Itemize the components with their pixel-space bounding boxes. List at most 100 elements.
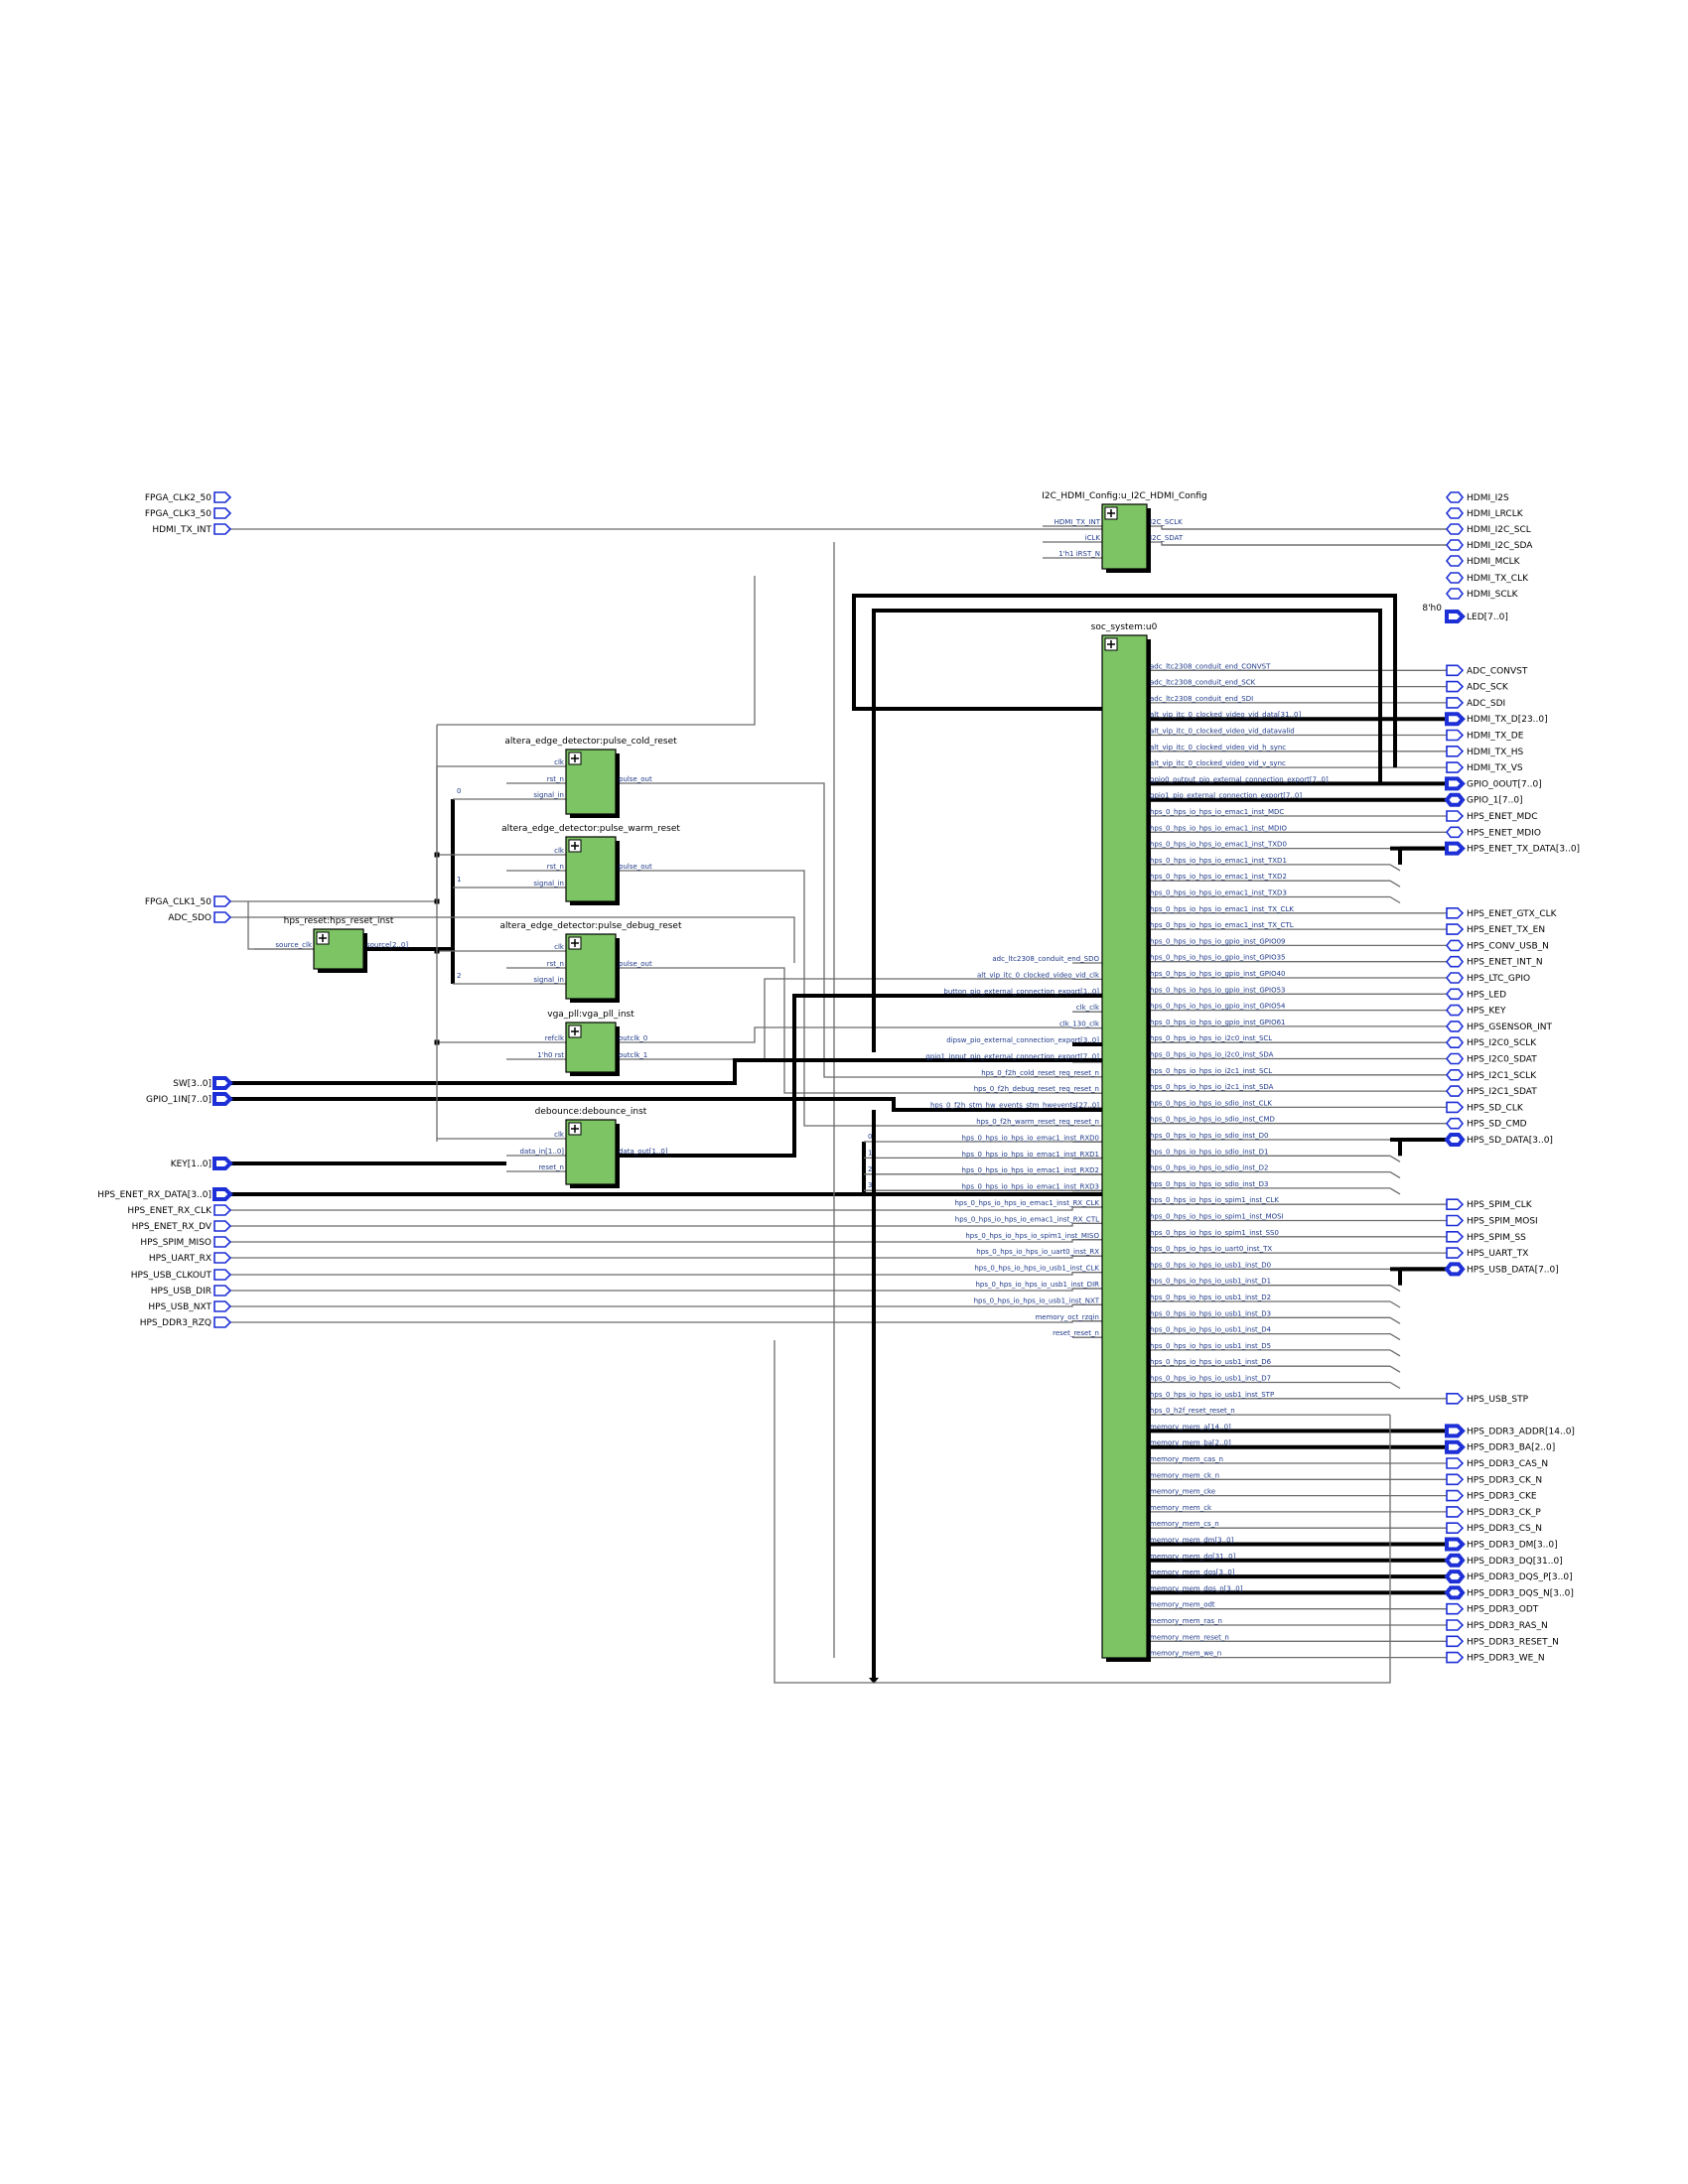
pll-title: vga_pll:vga_pll_inst — [547, 1010, 634, 1020]
soc-pin-label: memory_mem_ck — [1150, 1504, 1212, 1512]
input-port-icon — [213, 491, 232, 503]
output-port-label: HPS_DDR3_WE_N — [1467, 1654, 1545, 1664]
debounce-title: debounce:debounce_inst — [535, 1107, 647, 1117]
pin-label: I2C_SDAT — [1150, 534, 1184, 542]
input-port-icon — [213, 895, 232, 907]
soc-pin-label: hps_0_hps_io_hps_io_sdio_inst_D1 — [1150, 1148, 1268, 1156]
pin-label: 1'h1 iRST_N — [1058, 550, 1100, 558]
plus-icon — [1107, 509, 1115, 517]
pin-label: signal_in — [533, 976, 564, 984]
soc-pin-label: hps_0_h2f_reset_reset_n — [1150, 1407, 1235, 1415]
output-port-label: HPS_ENET_GTX_CLK — [1467, 909, 1558, 919]
input-net-wire — [230, 1320, 1102, 1323]
output-port-icon — [1446, 1393, 1465, 1405]
input-port-label: FPGA_CLK2_50 — [145, 493, 211, 503]
soc-pin-label: memory_mem_odt — [1150, 1601, 1215, 1609]
soc-pin-label: hps_0_hps_io_hps_io_usb1_inst_D2 — [1150, 1294, 1271, 1301]
soc-pin-label: hps_0_hps_io_hps_io_sdio_inst_D2 — [1150, 1164, 1268, 1172]
output-port-icon — [1445, 588, 1465, 600]
ripper-tap — [1389, 864, 1401, 872]
input-net-wire — [230, 1255, 1102, 1259]
output-port-label: HPS_UART_TX — [1467, 1249, 1528, 1259]
output-port-label: HPS_DDR3_DQ[31..0] — [1467, 1557, 1563, 1567]
soc-pin-label: hps_0_hps_io_hps_io_usb1_inst_D6 — [1150, 1358, 1272, 1366]
output-port-icon — [1444, 792, 1466, 807]
output-port-label: HPS_ENET_TX_DATA[3..0] — [1467, 845, 1580, 855]
i2c-title: I2C_HDMI_Config:u_I2C_HDMI_Config — [1042, 491, 1207, 501]
output-port-icon — [1444, 1133, 1466, 1147]
output-port-label: HPS_DDR3_RAS_N — [1467, 1621, 1548, 1631]
soc-pin-label: memory_mem_cke — [1150, 1488, 1215, 1496]
input-port-icon — [213, 1300, 232, 1312]
soc-pin-label: hps_0_hps_io_hps_io_emac1_inst_MDC — [1150, 808, 1284, 816]
soc-pin-label: reset_reset_n — [1053, 1329, 1099, 1337]
ripper-tap — [1389, 1187, 1401, 1195]
ripper-tap — [1389, 1155, 1401, 1162]
ripper-tap — [1389, 1285, 1401, 1293]
output-port-label: HPS_DDR3_ADDR[14..0] — [1467, 1427, 1575, 1436]
output-port-label: HDMI_TX_HS — [1467, 748, 1524, 757]
pin-label: source_clk — [275, 941, 313, 949]
soc-pin-label: hps_0_hps_io_hps_io_emac1_inst_RXD2 — [962, 1166, 1099, 1174]
output-port-icon — [1446, 1457, 1465, 1469]
edge_debug-title: altera_edge_detector:pulse_debug_reset — [500, 921, 682, 931]
input-port-icon — [213, 523, 232, 535]
input-port-icon — [213, 1220, 232, 1232]
output-port-label: HPS_I2C0_SCLK — [1467, 1038, 1537, 1048]
output-port-label: HPS_SPIM_MOSI — [1467, 1217, 1538, 1227]
i2c-sclk-wire — [1147, 525, 1447, 530]
output-port-icon — [1444, 1585, 1466, 1600]
soc-pin-label: hps_0_hps_io_hps_io_usb1_inst_DIR — [975, 1281, 1099, 1289]
soc-pin-label: hps_0_hps_io_hps_io_emac1_inst_TX_CLK — [1150, 905, 1294, 913]
reset-wire — [437, 576, 756, 726]
input-port-label: HDMI_TX_INT — [152, 525, 211, 535]
output-port-label: HPS_I2C0_SDAT — [1467, 1055, 1537, 1065]
input-port-icon — [213, 507, 232, 519]
output-port-icon — [1445, 1085, 1465, 1097]
soc-pin-label: gpio0_output_pio_external_connection_exp… — [1150, 775, 1329, 783]
output-port-icon — [1446, 906, 1465, 919]
soc-pin-label: hps_0_hps_io_hps_io_emac1_inst_RX_CLK — [954, 1199, 1099, 1207]
input-port-icon — [213, 1252, 232, 1264]
soc-pin-label: hps_0_hps_io_hps_io_usb1_inst_D4 — [1150, 1326, 1272, 1334]
output-port-label: HPS_DDR3_CKE — [1467, 1492, 1537, 1502]
output-port-icon — [1444, 1570, 1466, 1584]
output-port-label: HDMI_I2C_SDA — [1467, 541, 1533, 551]
soc-system-block — [1101, 634, 1148, 1659]
output-port-icon — [1446, 923, 1465, 935]
input-port-label: HPS_USB_CLKOUT — [131, 1271, 212, 1281]
output-port-label: HPS_DDR3_DM[3..0] — [1467, 1541, 1558, 1551]
soc-pin-label: memory_mem_dm[3..0] — [1150, 1537, 1234, 1545]
input-port-label: FPGA_CLK1_50 — [145, 897, 211, 907]
pin-label: pulse_out — [619, 775, 652, 783]
plus-icon — [571, 1125, 579, 1133]
output-port-icon — [1446, 1198, 1465, 1210]
soc-pin-label: hps_0_f2h_cold_reset_req_reset_n — [981, 1069, 1099, 1077]
output-port-label: HDMI_TX_VS — [1467, 763, 1523, 773]
output-port-label: HPS_USB_STP — [1467, 1395, 1529, 1405]
output-port-icon — [1445, 776, 1466, 791]
input-port-label: HPS_USB_DIR — [151, 1287, 211, 1297]
soc-pin-label: memory_mem_we_n — [1150, 1650, 1221, 1658]
soc-pin-label: hps_0_hps_io_hps_io_sdio_inst_CMD — [1150, 1116, 1275, 1124]
soc-pin-label: hps_0_hps_io_hps_io_emac1_inst_TXD1 — [1150, 857, 1287, 865]
input-port-icon — [213, 1204, 232, 1216]
output-port-icon — [1445, 1052, 1465, 1065]
pin-label: reset_n — [538, 1163, 564, 1171]
output-port-label: HDMI_TX_D[23..0] — [1467, 715, 1548, 725]
output-port-icon — [1445, 1021, 1465, 1032]
soc-pin-label: hps_0_hps_io_hps_io_sdio_inst_CLK — [1150, 1099, 1272, 1107]
bus-tap-label: 0 — [868, 1133, 872, 1141]
soc-pin-label: memory_mem_cas_n — [1150, 1455, 1223, 1463]
soc-pin-label: button_pio_external_connection_export[1.… — [943, 988, 1099, 996]
pin-label: outclk_0 — [619, 1034, 647, 1042]
soc-pin-label: adc_ltc2308_conduit_end_SDO — [992, 955, 1099, 963]
input-port-label: HPS_ENET_RX_DV — [132, 1222, 212, 1232]
h2f-reset-loop — [774, 1340, 1391, 1684]
output-port-label: HPS_ENET_INT_N — [1467, 958, 1543, 968]
pin-label: clk — [554, 1131, 565, 1139]
pulse-wire — [616, 870, 1072, 1127]
output-port-label: ADC_SDI — [1467, 699, 1505, 709]
input-port-label: SW[3..0] — [173, 1079, 211, 1089]
output-port-icon — [1445, 972, 1465, 984]
